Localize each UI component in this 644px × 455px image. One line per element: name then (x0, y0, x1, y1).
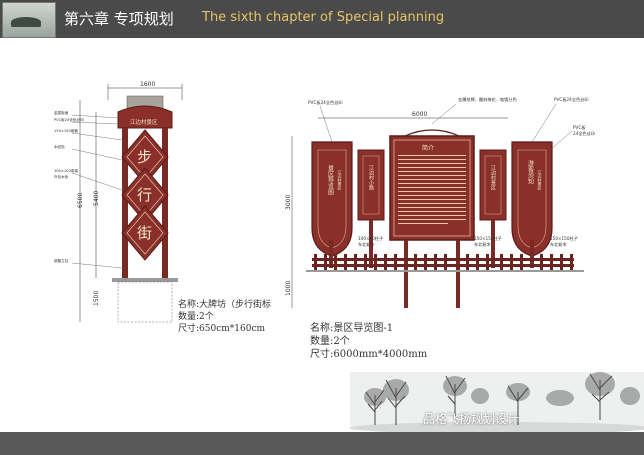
top-plate (117, 105, 173, 129)
right-panel-sub: 江边村景区 (538, 169, 543, 190)
width-dimension-label: 1600 (140, 81, 155, 88)
diamond-char-3: 街 (137, 224, 152, 242)
page-title: 第六章 专项规划 (64, 10, 174, 28)
svg-text:PVC板: PVC板 (573, 124, 586, 131)
right-height-label: 3000 (285, 195, 292, 210)
center-board-title: 简介 (422, 144, 434, 152)
svg-text:PVC板24全色丝印: PVC板24全色丝印 (54, 117, 84, 122)
ground-line (112, 278, 178, 282)
right-post (162, 128, 168, 278)
header-logo-image (2, 2, 56, 38)
left-caption-name: 名称:大牌坊（步行街标 (178, 300, 272, 310)
total-height-label: 6500 (77, 193, 84, 208)
archway-sign-drawing: 1600 江边村景区 步 行 街 6500 5400 1500 (54, 81, 183, 323)
small-left-text: 江边村小路 (368, 164, 374, 191)
right-caption-name: 名称:景区导览图-1 (310, 323, 394, 334)
left-notes: 金属板面 PVC板24全色丝印 150×150钢管 木纹色 100×100角钢 … (54, 110, 84, 263)
small-left-panel (357, 149, 385, 221)
svg-text:东北粉木: 东北粉木 (474, 241, 492, 248)
center-board-text-lines (398, 155, 466, 224)
svg-text:150×150钢管: 150×150钢管 (54, 128, 78, 133)
guide-map-sign-drawing: 6000 景区导览图 江边村景区 江边村小路 简介 (285, 96, 595, 308)
svg-text:外包木色: 外包木色 (54, 174, 69, 179)
svg-text:PVC板24全色丝印: PVC板24全色丝印 (554, 96, 589, 103)
svg-text:金属铭牌、雕刻梅花、电镀分色: 金属铭牌、雕刻梅花、电镀分色 (458, 96, 517, 103)
right-caption-qty: 数量:2个 (310, 336, 350, 347)
right-panel-title: 游客须知 (527, 159, 534, 185)
middle-height-label: 5400 (93, 191, 100, 206)
right-width-label: 6000 (412, 111, 427, 118)
footer-bar (0, 432, 644, 455)
left-panel-title: 景区导览图 (327, 165, 334, 196)
left-panel-sub: 江边村景区 (338, 169, 343, 190)
page-subtitle: The sixth chapter of Special planning (202, 10, 445, 25)
svg-text:24全色丝印: 24全色丝印 (573, 130, 595, 137)
svg-text:东北粉木: 东北粉木 (550, 241, 568, 248)
right-bottom-notes: 100×80柱子 东北粉木 150×150柱子 东北粉木 150×150柱子 东… (358, 235, 578, 248)
landscape-trees-image (350, 372, 644, 434)
svg-text:100×100角钢: 100×100角钢 (54, 168, 78, 173)
svg-text:东北粉木: 东北粉木 (358, 241, 376, 248)
header-bar: 第六章 专项规划 The sixth chapter of Special pl… (0, 0, 644, 38)
diamond-panels: 步 行 街 (121, 129, 169, 261)
svg-text:PVC板24全色丝印: PVC板24全色丝印 (308, 99, 343, 106)
diamond-char-1: 步 (137, 148, 152, 166)
right-top-notes: PVC板24全色丝印 金属铭牌、雕刻梅花、电镀分色 PVC板24全色丝印 PVC… (308, 96, 595, 137)
svg-text:100×80柱子: 100×80柱子 (358, 235, 383, 242)
left-caption-size: 尺寸:650cm*160cm (178, 324, 266, 334)
right-caption: 名称:景区导览图-1 数量:2个 尺寸:6000mm*4000mm (310, 322, 427, 361)
svg-text:钢管立柱: 钢管立柱 (54, 258, 69, 263)
support-posts (329, 220, 534, 308)
base-height-label: 1500 (93, 291, 100, 306)
left-post (122, 128, 128, 278)
right-caption-size: 尺寸:6000mm*4000mm (310, 349, 428, 360)
left-caption: 名称:大牌坊（步行街标 数量:2个 尺寸:650cm*160cm (178, 299, 271, 335)
diamond-char-2: 行 (137, 186, 152, 204)
watermark-text: 品格飞扬规划设计 (423, 412, 520, 426)
left-caption-qty: 数量:2个 (178, 312, 214, 322)
small-right-text: 江边村景区 (490, 164, 496, 190)
svg-text:150×150柱子: 150×150柱子 (550, 235, 578, 242)
fence (306, 254, 584, 272)
svg-text:木纹色: 木纹色 (54, 144, 65, 149)
right-base-label: 1000 (285, 281, 292, 296)
svg-text:150×150柱子: 150×150柱子 (474, 235, 502, 242)
svg-text:金属板面: 金属板面 (54, 110, 69, 115)
top-plate-text: 江边村景区 (130, 118, 158, 126)
